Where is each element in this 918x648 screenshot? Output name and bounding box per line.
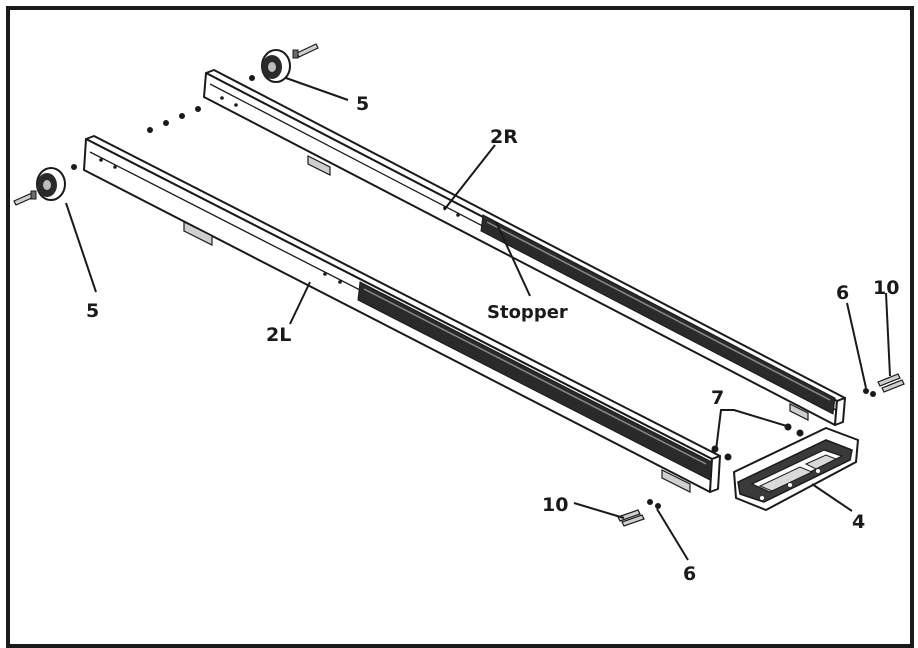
label-stopper: Stopper [487, 302, 568, 323]
leader-nut-right [846, 302, 867, 389]
leader-end-cap [811, 483, 853, 512]
rail-2l [83, 135, 721, 493]
bolt-wheel-left [13, 190, 37, 206]
nut-right [863, 388, 876, 397]
label-wheel-left: 5 [86, 300, 99, 322]
wheel-right [261, 49, 291, 83]
label-wheel-right: 5 [356, 93, 369, 115]
wheel-left [36, 167, 66, 201]
end-cap [733, 427, 859, 511]
spacer-wheel-right [249, 75, 255, 81]
label-rail-2l: 2L [266, 324, 291, 346]
label-end-cap: 4 [852, 511, 865, 533]
leader-bolt-left [573, 502, 625, 519]
leader-rail-2r [443, 144, 496, 211]
label-rail-2r: 2R [490, 126, 518, 148]
spacer-wheel-left [71, 164, 77, 170]
label-washer: 7 [711, 387, 724, 409]
label-nut-right: 6 [836, 282, 849, 304]
label-nut-left: 6 [683, 563, 696, 585]
label-bolt-right: 10 [873, 277, 899, 299]
rail-2r [203, 69, 846, 426]
bolt-wheel-right [292, 43, 319, 59]
leader-wheel-left [65, 202, 97, 293]
leader-nut-left [656, 508, 689, 561]
nut-left [647, 499, 661, 509]
leader-washers [715, 409, 791, 451]
leader-bolt-right [885, 292, 891, 377]
bolt-right [877, 373, 905, 393]
leader-rail-2l [289, 281, 311, 325]
leader-wheel-right [285, 77, 349, 101]
leader-stopper [495, 221, 531, 297]
label-bolt-left: 10 [542, 494, 568, 516]
spacer-dots [147, 106, 201, 133]
